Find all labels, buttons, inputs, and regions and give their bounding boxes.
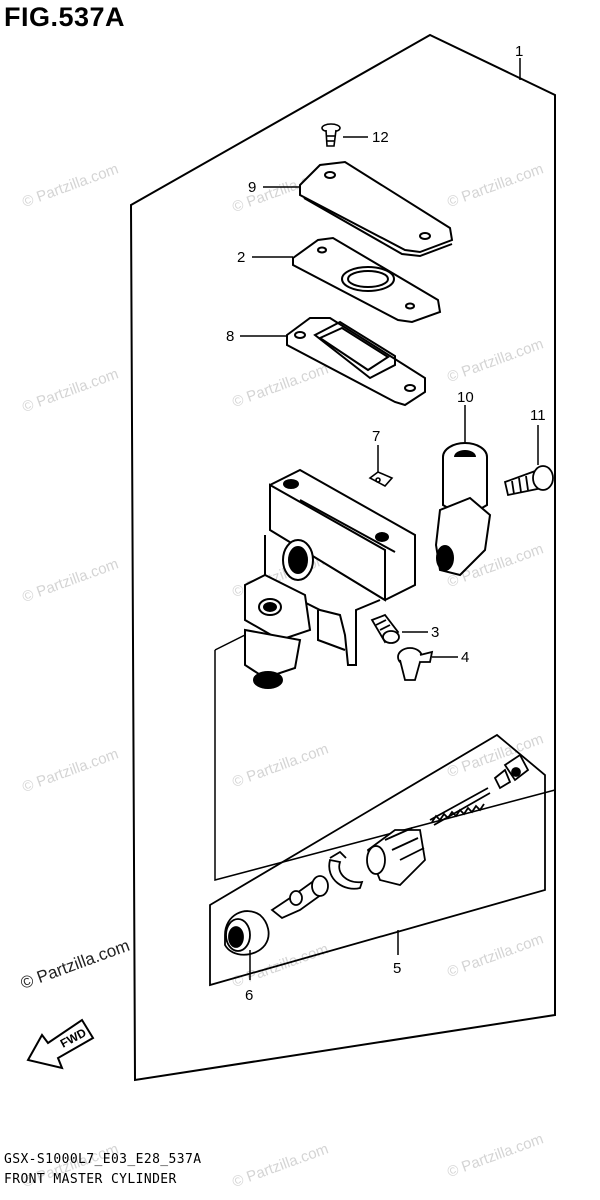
union-bolt-part	[503, 465, 554, 497]
callout-11: 11	[530, 407, 546, 424]
bleeder-cap-part	[397, 647, 434, 681]
callout-10: 10	[457, 389, 474, 406]
reservoir-cap-part	[299, 160, 454, 258]
callout-1: 1	[515, 43, 523, 60]
callout-12: 12	[372, 129, 389, 146]
callout-8: 8	[226, 328, 234, 345]
piston-set-box	[209, 733, 546, 987]
callout-3: 3	[431, 624, 439, 641]
figure-caption: FRONT MASTER CYLINDER	[4, 1172, 177, 1187]
assembly-outline	[129, 33, 556, 1082]
master-cylinder-body	[244, 468, 416, 689]
figure-title: FIG.537A	[4, 2, 126, 32]
diaphragm-part	[292, 236, 442, 324]
fwd-arrow-icon: FWD	[26, 1018, 95, 1070]
callout-5: 5	[393, 960, 401, 977]
callout-4: 4	[461, 649, 469, 666]
union-part	[434, 442, 492, 577]
bleeder-valve-part	[370, 613, 400, 644]
callout-6: 6	[245, 987, 253, 1004]
piston-set-parts	[224, 753, 530, 956]
callout-9: 9	[248, 179, 256, 196]
cap-screw-part	[321, 123, 341, 147]
callout-2: 2	[237, 249, 245, 266]
clip-part	[368, 471, 394, 488]
callout-7: 7	[372, 428, 380, 445]
callout-numbers: 1 12 9 2 8 10 11 7 3 4 5 6	[226, 43, 546, 1004]
diaphragm-plate-part	[286, 317, 426, 407]
model-code: GSX-S1000L7_E03_E28_537A	[4, 1152, 202, 1167]
piston-area-outline-top	[214, 634, 246, 651]
